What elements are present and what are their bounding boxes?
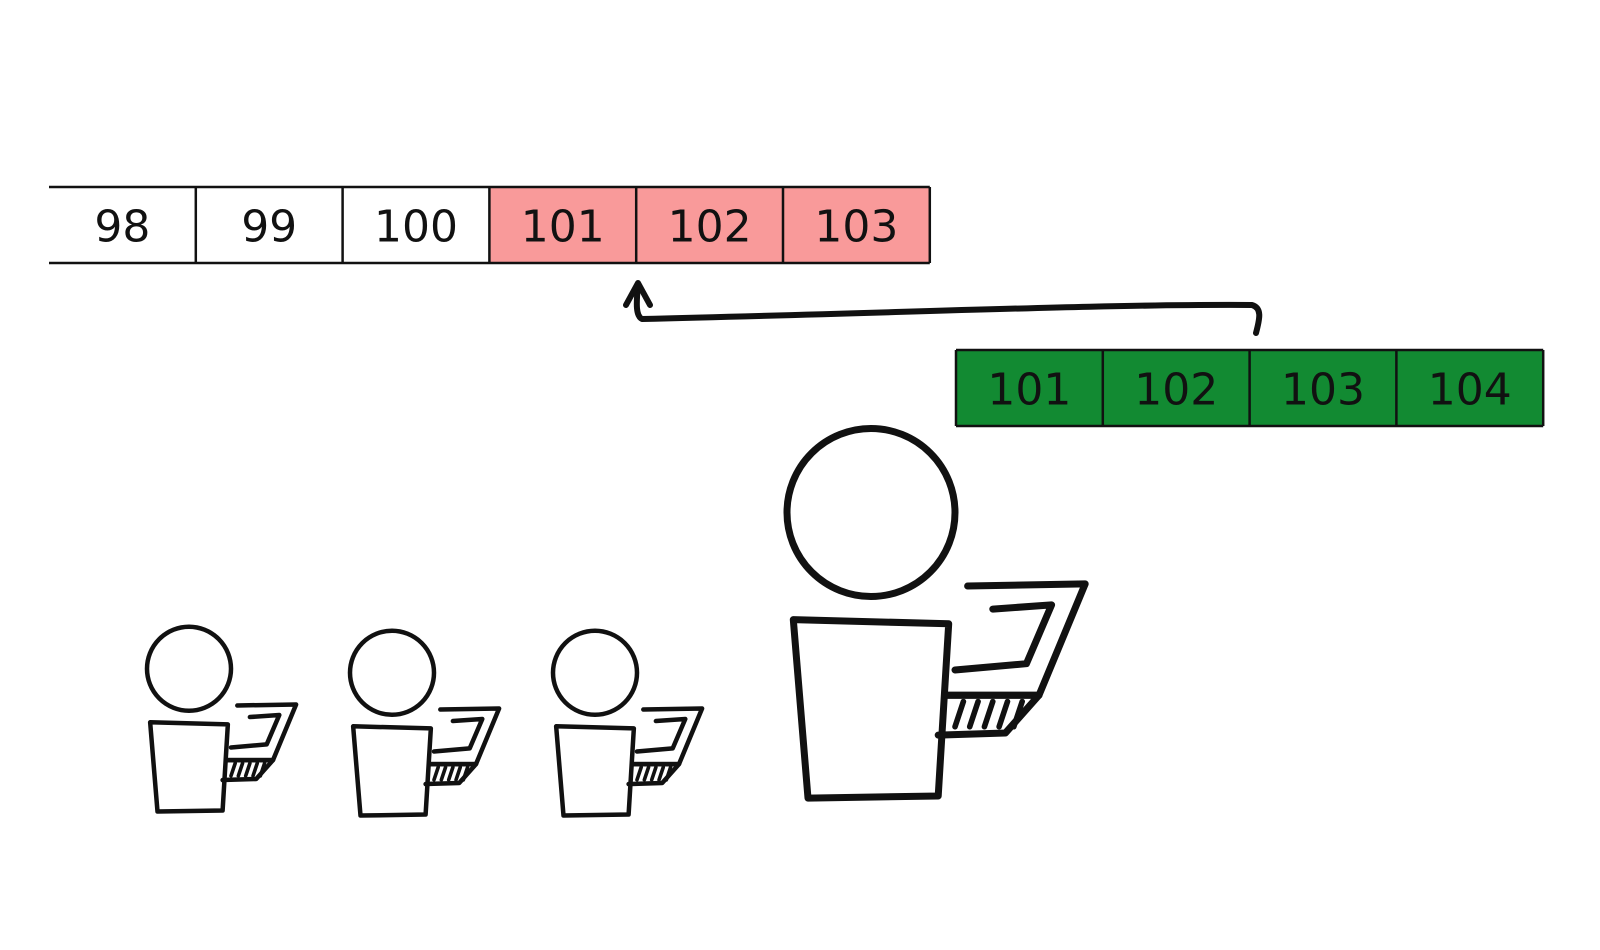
incoming-row-cell-label-2: 103 <box>1281 365 1365 416</box>
small-person-3-icon <box>550 628 705 818</box>
existing-row-cell-label-4: 102 <box>668 202 752 253</box>
small-person-3-icon-part-3 <box>634 716 688 754</box>
small-person-2-icon-key-3 <box>454 765 463 782</box>
small-person-1-icon-key-2 <box>243 761 252 778</box>
overwrite-arrowhead-icon <box>623 280 653 308</box>
existing-row-cell-3 <box>489 187 637 263</box>
small-person-2-icon-key-2 <box>446 765 455 782</box>
small-person-3-icon-key-3 <box>657 765 666 782</box>
large-person-icon-part-2 <box>943 580 1089 699</box>
small-person-1-icon-key-3 <box>251 761 260 778</box>
large-person-icon-part-0 <box>783 425 959 600</box>
existing-row-cell-5 <box>783 187 930 263</box>
small-person-3-icon-part-0 <box>550 628 640 717</box>
incoming-log-row: 101 102 103 104 <box>954 348 1545 428</box>
small-person-3-icon-key-2 <box>649 765 658 782</box>
small-person-3-icon-part-1 <box>553 724 637 818</box>
small-person-1-icon-part-2 <box>224 702 299 763</box>
large-person-icon-part-1 <box>789 616 953 802</box>
small-person-2-icon-part-3 <box>431 716 485 754</box>
people-group <box>144 425 1089 818</box>
large-person-icon-key-1 <box>966 698 981 730</box>
small-person-1-icon-part-1 <box>147 720 231 814</box>
small-person-3-icon-part-2 <box>630 706 705 767</box>
incoming-row-cell-0 <box>956 350 1103 426</box>
small-person-2-icon-part-2 <box>427 706 502 767</box>
large-person-icon-key-2 <box>981 698 996 730</box>
small-person-2-icon-part-4 <box>423 761 479 787</box>
small-person-3-icon-key-1 <box>642 765 651 782</box>
small-person-2-icon-key-0 <box>432 765 440 782</box>
existing-row-cell-1 <box>195 187 343 263</box>
existing-row-cell-label-1: 99 <box>241 202 297 253</box>
incoming-row-cell-2 <box>1249 350 1397 426</box>
existing-row-cell-2 <box>342 187 490 263</box>
small-person-1-icon-key-0 <box>229 761 237 778</box>
incoming-row-cell-3 <box>1396 350 1544 426</box>
large-person-icon-key-0 <box>952 698 967 730</box>
incoming-row-cell-label-0: 101 <box>987 365 1071 416</box>
small-person-2-icon-part-0 <box>347 628 437 717</box>
incoming-row-cell-label-1: 102 <box>1134 365 1218 416</box>
existing-row-cell-0 <box>49 187 196 263</box>
small-person-1-icon-part-4 <box>220 757 276 783</box>
existing-log-row: 98 99 100 101 102 103 <box>49 185 932 265</box>
small-person-2-icon-part-1 <box>350 724 434 818</box>
small-person-3-icon-key-0 <box>635 765 643 782</box>
small-person-2-icon <box>347 628 502 818</box>
small-person-1-icon-part-0 <box>144 624 234 713</box>
large-person-icon-part-3 <box>951 601 1056 674</box>
small-person-3-icon-part-4 <box>626 761 682 787</box>
small-person-1-icon-part-3 <box>228 712 282 750</box>
existing-row-cell-label-3: 101 <box>521 202 605 253</box>
large-person-icon-key-3 <box>996 698 1011 730</box>
small-person-1-icon-key-1 <box>236 761 245 778</box>
existing-row-cell-4 <box>636 187 783 263</box>
existing-row-cell-label-0: 98 <box>94 202 150 253</box>
small-person-2-icon-key-1 <box>439 765 448 782</box>
large-person-icon <box>783 425 1089 802</box>
incoming-row-cell-1 <box>1102 350 1250 426</box>
existing-row-cell-label-2: 100 <box>374 202 458 253</box>
existing-row-cell-label-5: 103 <box>814 202 898 253</box>
large-person-icon-key-4 <box>1010 698 1025 730</box>
small-person-3-icon-key-4 <box>664 765 673 782</box>
overwrite-arrow-icon <box>633 282 1263 336</box>
small-person-2-icon-key-4 <box>461 765 470 782</box>
incoming-row-cell-label-3: 104 <box>1428 365 1512 416</box>
large-person-icon-part-4 <box>934 691 1043 739</box>
small-person-1-icon-key-4 <box>258 761 267 778</box>
small-person-1-icon <box>144 624 299 814</box>
